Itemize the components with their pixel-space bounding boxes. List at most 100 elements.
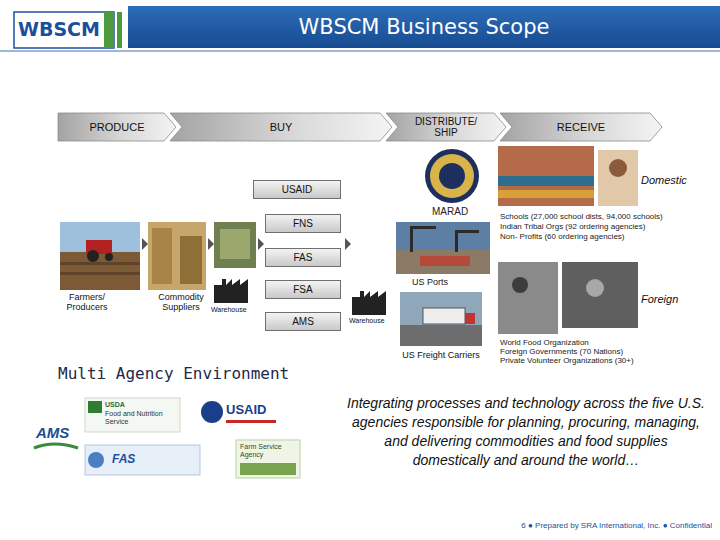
recipient-note: Non- Profits (60 ordering agencies) xyxy=(500,232,625,241)
photo-sky xyxy=(60,222,140,290)
section-heading: Multi Agency Environment xyxy=(58,365,289,383)
fas-logo xyxy=(85,445,200,475)
chevron-fill xyxy=(58,113,176,141)
truck-trailer xyxy=(423,308,465,324)
recipient-note: Indian Tribal Orgs (92 ordering agencies… xyxy=(500,222,645,231)
node-label: USAID xyxy=(282,184,313,195)
seal-ring xyxy=(425,149,479,203)
header-rule xyxy=(0,50,720,52)
photo-ground xyxy=(562,262,638,328)
flow-arrow xyxy=(208,238,214,250)
containers xyxy=(420,256,470,266)
truck-cab xyxy=(465,313,475,324)
photo-detail xyxy=(512,277,528,293)
flow-arrow xyxy=(345,238,351,250)
domestic-photo xyxy=(498,146,638,206)
marad-seal xyxy=(425,149,479,203)
photo-water xyxy=(396,222,490,274)
node-label: DISTRIBUTE/ SHIP xyxy=(410,116,482,138)
seal-ring xyxy=(430,154,474,198)
footer-note: 6 ● Prepared by SRA International, Inc. … xyxy=(400,521,712,530)
ams-logo-swoosh xyxy=(34,444,78,448)
seal-center xyxy=(439,163,465,189)
logo-stripe xyxy=(117,12,122,48)
actor-caption: US Freight Carriers xyxy=(400,350,482,360)
fns-logo xyxy=(85,398,180,432)
recipient-note: Private Volunteer Organizations (30+) xyxy=(500,356,634,365)
stage-chevron: BUY xyxy=(170,113,392,141)
logo-text: Food and Nutrition Service xyxy=(105,410,179,426)
box-fill xyxy=(266,281,341,299)
truck-photo xyxy=(400,292,482,346)
box-fill xyxy=(254,181,341,199)
logo-text: USDA xyxy=(105,401,125,409)
actor-caption: Commodity Suppliers xyxy=(150,292,212,313)
box-fill xyxy=(266,313,341,331)
node-label: PRODUCE xyxy=(89,121,144,133)
title-bar xyxy=(128,6,720,48)
tractor-wheel xyxy=(87,250,99,262)
photo-furrow xyxy=(60,272,140,275)
crane xyxy=(410,226,413,252)
photo-field xyxy=(60,252,140,290)
photo-detail xyxy=(498,190,594,198)
goods-photo xyxy=(214,222,256,268)
photo-furrow xyxy=(60,262,140,265)
usaid-seal xyxy=(201,401,223,423)
box-fill xyxy=(266,215,341,233)
photo-detail xyxy=(498,176,594,186)
logo-text: FAS xyxy=(112,453,135,467)
logo-stripe xyxy=(104,12,114,48)
photo-ground xyxy=(498,262,558,334)
agency-box: FNS xyxy=(265,214,341,233)
photo-ground xyxy=(148,222,206,290)
agency-caption: MARAD xyxy=(432,206,468,218)
crane xyxy=(455,230,479,233)
foreign-photo xyxy=(498,262,638,334)
agency-box: USAID xyxy=(253,180,341,199)
stage-chevron: DISTRIBUTE/ SHIP xyxy=(386,113,506,141)
fas-globe xyxy=(88,452,104,468)
node-label: AMS xyxy=(292,316,314,327)
icon-caption: Warehouse xyxy=(349,317,385,325)
recipient-note: Schools (27,000 school dists, 94,000 sch… xyxy=(500,212,663,221)
photo-detail xyxy=(586,279,604,297)
logo-text: USAID xyxy=(226,403,266,418)
photo-sky xyxy=(400,292,482,346)
chevron-fill xyxy=(170,113,392,141)
photo-road xyxy=(400,325,482,346)
crane xyxy=(455,230,458,252)
child-photo xyxy=(598,150,638,206)
summary-text: Integrating processes and technology acr… xyxy=(345,394,707,470)
logo-frame xyxy=(14,12,114,48)
usda-mark xyxy=(88,401,102,413)
photo-detail xyxy=(180,236,202,284)
node-label: RECEIVE xyxy=(557,121,605,133)
node-label: FAS xyxy=(294,252,313,263)
recipient-note: Foreign Governments (70 Nations) xyxy=(500,347,623,356)
agency-box: AMS xyxy=(265,312,341,331)
node-label: BUY xyxy=(270,121,293,133)
agency-box: FAS xyxy=(265,248,341,267)
warehouse-icon xyxy=(352,291,386,315)
logo-text: AMS xyxy=(36,424,69,441)
photo-ground xyxy=(498,146,594,206)
logo-wordmark: WBSCM xyxy=(18,19,100,41)
icon-caption: Warehouse xyxy=(211,306,247,314)
stage-chevron: RECEIVE xyxy=(500,113,662,141)
node-label: FNS xyxy=(293,218,313,229)
stage-chevron: PRODUCE xyxy=(58,113,176,141)
region-label: Foreign xyxy=(641,293,678,306)
node-label: FSA xyxy=(293,284,312,295)
fsa-field xyxy=(240,463,296,475)
flow-arrow xyxy=(142,238,148,250)
grain-photo xyxy=(148,222,206,290)
photo-dock xyxy=(396,250,490,274)
photo-detail xyxy=(220,229,250,259)
warehouse-icon xyxy=(214,279,248,303)
tractor-photo xyxy=(60,222,140,290)
actor-caption: Farmers/ Producers xyxy=(56,292,118,313)
flow-arrow xyxy=(258,238,264,250)
logo-text: Farm Service Agency xyxy=(240,443,298,459)
